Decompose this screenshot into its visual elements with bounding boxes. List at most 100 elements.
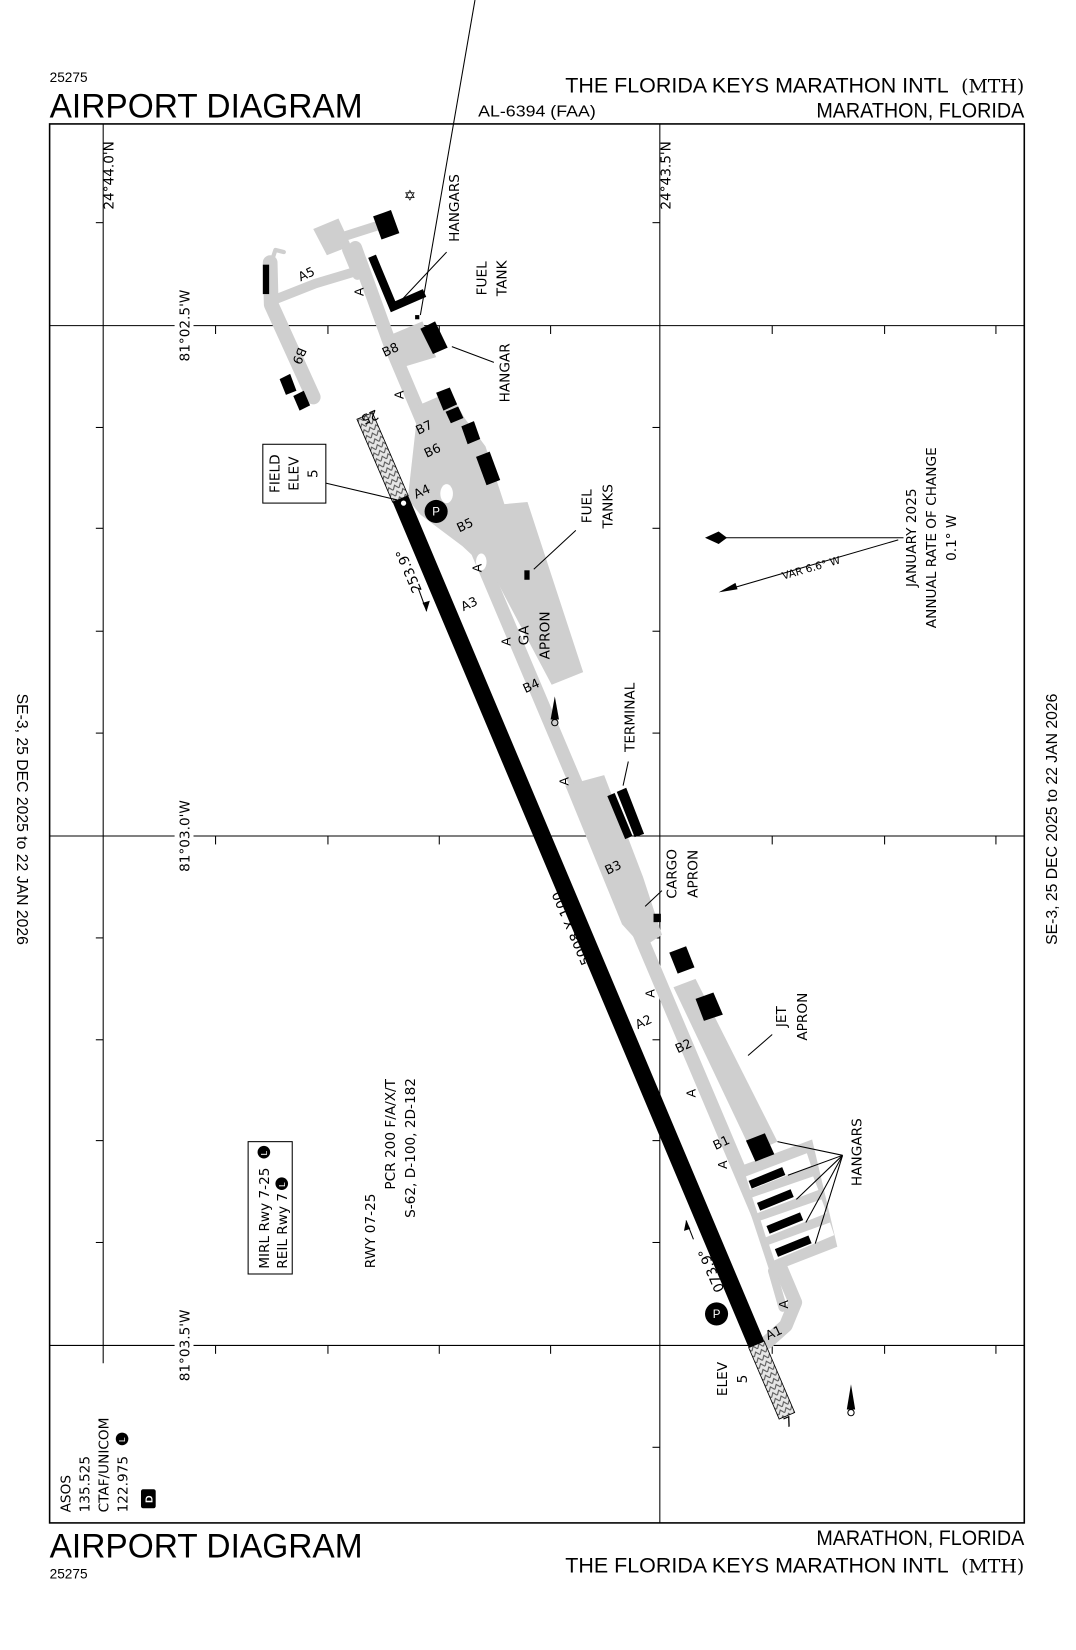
wind-cone-icon [550, 696, 560, 727]
label-a: A [352, 287, 367, 296]
svg-text:L: L [259, 1150, 269, 1155]
lon-label-1: 81°02.5'W [177, 289, 193, 361]
airport-name-bottom: THE FLORIDA KEYS MARATHON INTL [565, 1554, 948, 1577]
ctaf-label: CTAF/UNICOM [96, 1418, 112, 1513]
airport-name-top: THE FLORIDA KEYS MARATHON INTL [565, 74, 948, 97]
label-fuel-tanks-2: TANKS [601, 484, 617, 529]
overrun-25 [356, 412, 409, 503]
leader-hangars-south [777, 1141, 844, 1244]
chart-title-top: AIRPORT DIAGRAM [50, 88, 363, 126]
label-ga-apron-1: GA [517, 625, 533, 646]
label-cargo-apron-1: CARGO [665, 849, 681, 899]
grid-ticks [95, 222, 997, 1448]
label-a3: A3 [458, 593, 479, 614]
mirl-label: MIRL Rwy 7-25 [257, 1168, 273, 1269]
svg-text:5: 5 [305, 469, 321, 478]
lat-label-1: 24°44.0'N [102, 141, 118, 210]
label-terminal: TERMINAL [623, 682, 639, 753]
leader-hangar [451, 346, 495, 363]
runway-strength: S-62, D-100, 2D-182 [403, 1078, 419, 1218]
location-top: MARATHON, FLORIDA [816, 100, 1024, 123]
chart-number-top: 25275 [50, 70, 88, 85]
lighting-badge-icon [257, 1145, 271, 1159]
building-b9-2 [279, 373, 297, 395]
svg-text:L: L [117, 1437, 127, 1442]
label-hangars-north: HANGARS [447, 174, 463, 242]
building-jet-apron [695, 992, 723, 1021]
building-b6 [461, 421, 481, 445]
variation-rate-label: ANNUAL RATE OF CHANGE [924, 447, 940, 628]
label-b7: B7 [413, 417, 434, 438]
label-hangars-south: HANGARS [849, 1118, 865, 1186]
svg-text:P: P [713, 1309, 721, 1321]
field-elev-point [400, 500, 407, 506]
threshold-elev-label: ELEV [715, 1361, 731, 1396]
label-b2: B2 [673, 1036, 694, 1057]
taxiway-a [348, 241, 803, 1350]
procedure-id: AL-6394 (FAA) [478, 104, 596, 121]
label-fuel-tank-1: FUEL [475, 261, 491, 295]
runway-07-25 [356, 412, 796, 1420]
label-a: A [684, 1089, 699, 1098]
terminal-1 [607, 792, 633, 840]
building-b5 [476, 451, 501, 486]
label-a1: A1 [763, 1322, 784, 1343]
hangar-row-4 [774, 1235, 812, 1257]
label-b8: B8 [380, 339, 401, 360]
airport-id-bottom: (MTH) [961, 1555, 1024, 1577]
location-bottom: MARATHON, FLORIDA [816, 1527, 1024, 1550]
lat-lon-grid [49, 123, 1025, 1523]
chart-number-bottom: 25275 [50, 1567, 88, 1582]
taxiway-a5 [270, 266, 363, 305]
lon-label-2: 81°03.0'W [177, 800, 193, 872]
parking-icon-south: P [704, 1302, 729, 1326]
label-b5: B5 [454, 515, 475, 536]
variation-date: JANUARY 2025 [904, 488, 920, 588]
leader-terminal [622, 761, 629, 786]
effective-dates-right: SE-3, 25 DEC 2025 to 22 JAN 2026 [1044, 693, 1061, 945]
label-a: A [556, 777, 571, 786]
chart-frame [48, 123, 1026, 1524]
parking-icon-north: P [424, 499, 448, 524]
taxiways-and-aprons [262, 218, 838, 1350]
label-b4: B4 [520, 675, 541, 696]
ctaf-frequency: 122.975 [115, 1456, 131, 1512]
leader-cargo [644, 890, 663, 907]
svg-text:D: D [144, 1495, 156, 1503]
label-fuel-tank-2: TANK [494, 259, 510, 297]
label-a2: A2 [633, 1011, 654, 1032]
beacon-star-icon: ✡ [404, 188, 416, 205]
label-a: A [715, 1160, 730, 1169]
label-cargo-apron-2: APRON [686, 850, 702, 898]
lat-label-2: 24°43.5'N [658, 141, 674, 210]
hangar-north [373, 210, 400, 240]
svg-text:ELEV: ELEV [287, 456, 303, 491]
runway-pcr: PCR 200 F/A/X/T [383, 1078, 399, 1189]
building-b7-2 [445, 406, 464, 424]
ctaf-lighting-badge-icon [115, 1432, 129, 1446]
label-a: A [392, 390, 407, 399]
fuel-tank-north [415, 315, 420, 320]
runway-end-7: 7 [781, 1414, 795, 1432]
hangar-l-shape [368, 254, 427, 313]
variation-label: VAR 6.6° W [781, 554, 843, 582]
variation-rate: 0.1° W [944, 514, 960, 561]
communications-info: ASOS 135.525 CTAF/UNICOM 122.975 L D [59, 1418, 156, 1513]
magnetic-north-line [724, 539, 899, 591]
taxiway-b9 [262, 255, 321, 405]
label-ga-apron-2: APRON [538, 611, 554, 659]
terminal-apron [565, 775, 662, 948]
label-b6: B6 [422, 440, 443, 461]
lighting-badge-icon [275, 1177, 289, 1190]
label-a5: A5 [296, 264, 317, 285]
leader-jet-apron [747, 1034, 773, 1056]
svg-text:P: P [432, 507, 440, 519]
building-b9-3 [293, 390, 311, 411]
fuel-tanks [524, 570, 530, 580]
asos-frequency: 135.525 [78, 1456, 94, 1512]
lon-label-3: 81°03.5'W [177, 1309, 193, 1381]
overrun-7 [748, 1340, 796, 1420]
runway-surface [392, 495, 765, 1348]
